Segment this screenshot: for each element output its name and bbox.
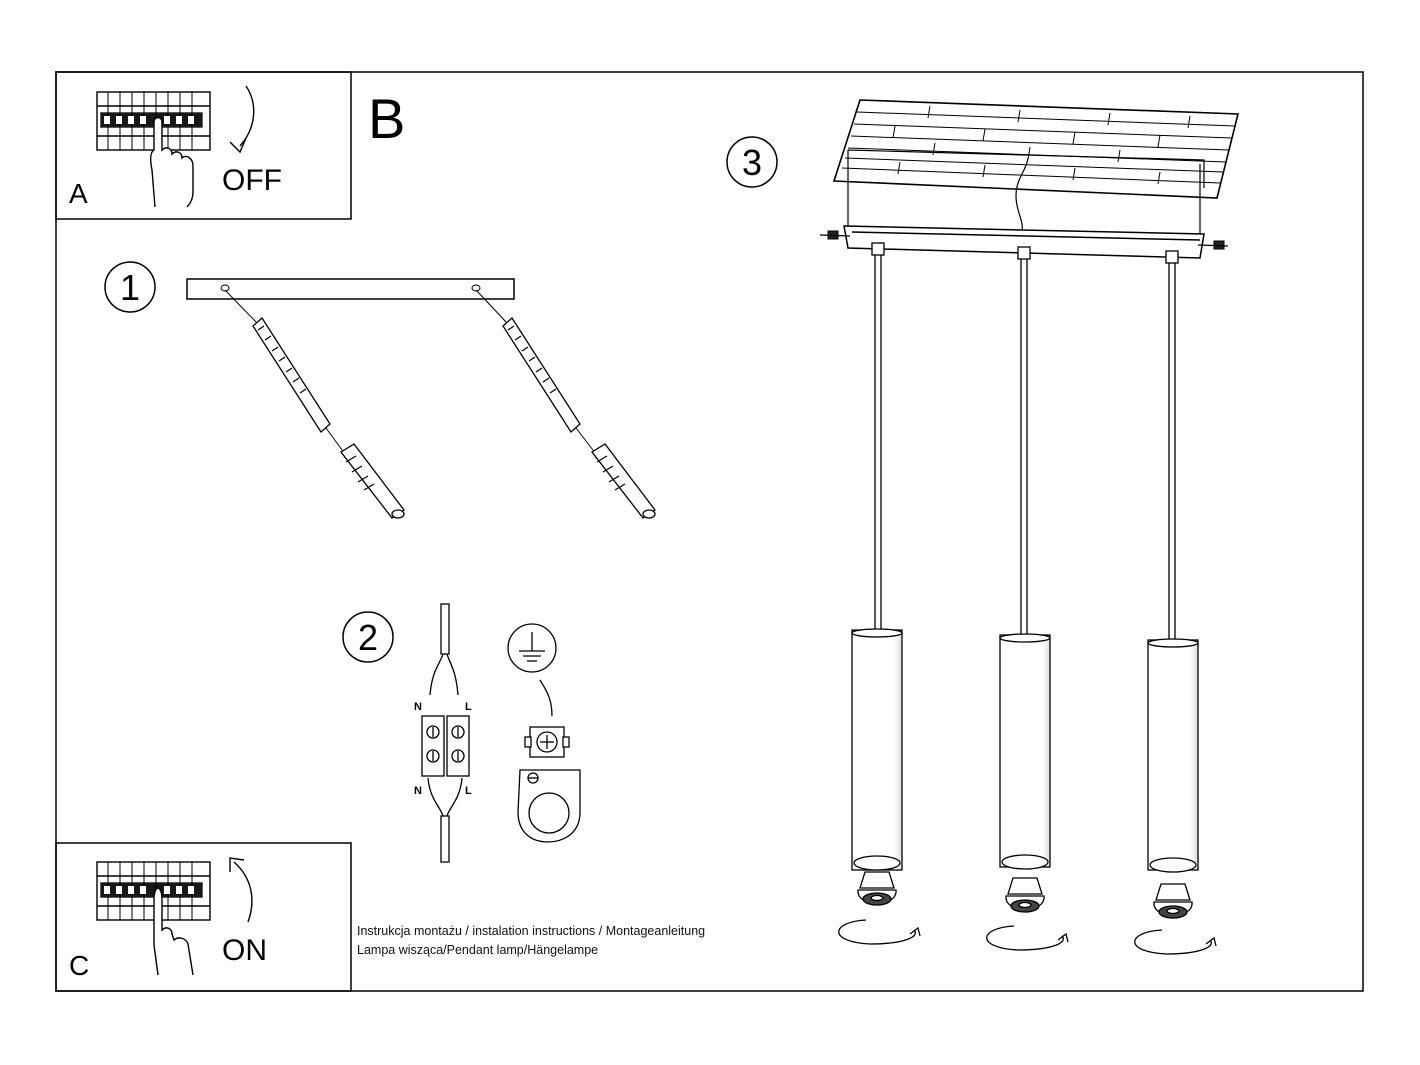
live-label-bottom: L — [465, 785, 472, 797]
rotate-arrow-icon — [838, 919, 921, 945]
pendant-lamp-3 — [1134, 250, 1217, 955]
arrow-up-icon — [233, 861, 253, 923]
caption-product: Lampa wisząca/Pendant lamp/Hängelampe — [357, 943, 599, 957]
ground-symbol-icon — [507, 623, 557, 673]
rotate-arrow-icon — [1134, 929, 1217, 955]
supply-cable — [1015, 157, 1029, 233]
mounting-screw-left-icon — [819, 230, 851, 240]
screw-and-dowel-right — [475, 289, 656, 519]
neutral-label-top: N — [414, 701, 422, 713]
hand-icon — [153, 887, 194, 976]
neutral-label-bottom: N — [414, 785, 422, 797]
step-1-badge — [104, 261, 156, 313]
panel-b-letter: B — [368, 87, 405, 150]
switch-on-label: ON — [222, 934, 267, 967]
pendant-lamp-2 — [986, 246, 1069, 951]
panel-c: ON C — [55, 842, 352, 992]
live-label-top: L — [465, 701, 472, 713]
outer-frame — [55, 71, 1364, 992]
step-2: 2 N L N L — [342, 603, 581, 863]
panel-c-letter: C — [69, 950, 89, 981]
arrow-down-icon — [239, 85, 255, 147]
mounting-bracket — [186, 278, 515, 300]
step-2-number: 2 — [358, 617, 378, 658]
panel-a-letter: A — [69, 178, 88, 209]
mounting-screw-right-icon — [1197, 240, 1229, 250]
ground-terminal-icon — [517, 726, 581, 843]
step-1: 1 — [104, 261, 656, 519]
mounting-bar — [843, 225, 1205, 259]
step-2-badge — [342, 611, 394, 663]
switch-off-label: OFF — [222, 164, 282, 197]
caption-instructions: Instrukcja montażu / instalation instruc… — [357, 924, 706, 938]
screw-and-dowel-left — [224, 289, 405, 519]
ceiling-slab — [832, 99, 1240, 199]
rotate-arrow-icon — [986, 925, 1069, 951]
pendant-lamp-1 — [838, 242, 921, 945]
terminal-block — [421, 603, 470, 863]
step-1-number: 1 — [120, 267, 140, 308]
panel-a: OFF A — [55, 71, 352, 220]
hand-icon — [149, 116, 194, 208]
step-3: 3 — [726, 99, 1240, 955]
step-3-number: 3 — [742, 142, 762, 183]
step-3-badge — [726, 136, 778, 188]
ground-wire — [539, 679, 553, 717]
